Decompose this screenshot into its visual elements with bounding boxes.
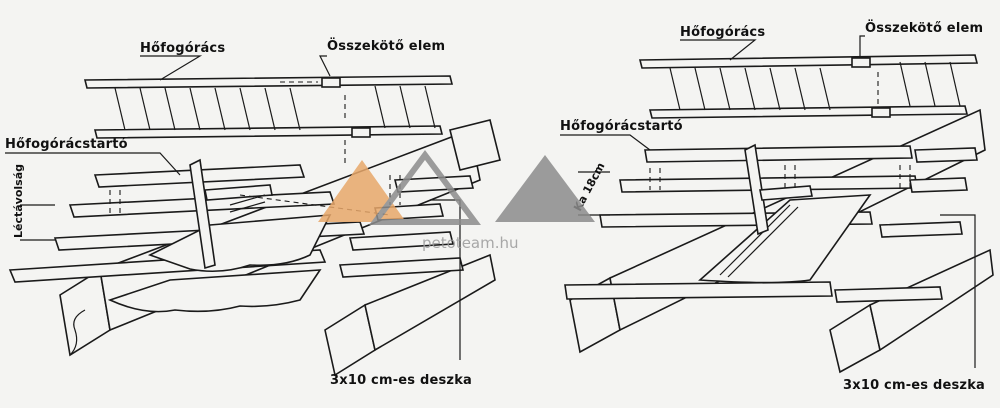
watermark-right-triangle	[495, 155, 595, 222]
right-snow-guard-grate	[638, 54, 979, 119]
left-holder	[189, 158, 273, 270]
right-tiles	[698, 194, 872, 284]
left-panel: Hőfogórács Összekötő elem Hőfogórácstart…	[5, 38, 501, 388]
right-panel: Hőfogórács Összekötő elem Hőfogórácstart…	[560, 20, 994, 393]
left-label-board: 3x10 cm-es deszka	[330, 373, 472, 388]
right-leaders	[560, 35, 976, 368]
watermark-text: petoteam.hu	[422, 234, 519, 252]
left-label-spacing: Léctávolság	[12, 164, 25, 238]
left-tiles	[107, 214, 332, 313]
watermark: petoteam.hu	[318, 149, 595, 252]
left-label-holder: Hőfogórácstartó	[5, 137, 128, 152]
left-connector-bottom	[351, 127, 371, 138]
left-snow-guard-grate	[83, 75, 454, 139]
right-connector-bottom	[871, 107, 891, 118]
right-battens	[564, 145, 978, 303]
right-connector-top	[851, 57, 871, 68]
right-holder	[744, 143, 813, 236]
left-connector-top	[321, 77, 341, 88]
left-label-grate: Hőfogórács	[140, 41, 225, 56]
right-label-connector: Összekötő elem	[865, 20, 983, 36]
right-label-board: 3x10 cm-es deszka	[843, 378, 985, 393]
right-fixing-lines	[649, 165, 911, 190]
right-label-grate: Hőfogórács	[680, 25, 765, 40]
right-label-holder: Hőfogórácstartó	[560, 119, 683, 134]
watermark-mid-triangle	[369, 149, 481, 225]
left-label-connector: Összekötő elem	[327, 38, 445, 54]
